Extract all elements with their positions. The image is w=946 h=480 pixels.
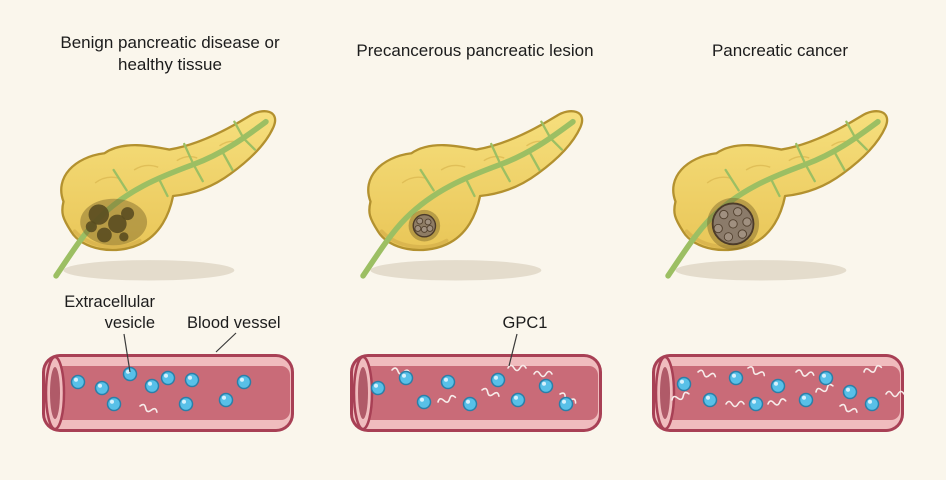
vesicle-highlight (164, 373, 168, 378)
pancreas-illustration-cancer (647, 92, 912, 287)
vesicle-highlight (110, 399, 114, 404)
extracellular-vesicle-icon (160, 370, 176, 386)
vesicle-highlight (466, 399, 470, 404)
extracellular-vesicle-icon (748, 396, 764, 412)
pancreas-illustration-benign (35, 92, 300, 287)
vesicle-highlight (74, 377, 78, 382)
extracellular-vesicle-icon (676, 376, 692, 392)
gpc1-protein-icon (815, 383, 834, 393)
extracellular-vesicle-icon (490, 372, 506, 388)
extracellular-vesicle-icon (370, 380, 386, 396)
extracellular-vesicle-icon (842, 384, 858, 400)
vesicle-highlight (846, 387, 850, 392)
vesicle-highlight (752, 399, 756, 404)
vesicle-highlight (222, 395, 226, 400)
extracellular-vesicle-icon (558, 396, 574, 412)
label-gpc1: GPC1 (502, 314, 548, 332)
extracellular-vesicle-icon (510, 392, 526, 408)
lesion-precancerous (408, 209, 441, 242)
gpc1-protein-icon (839, 403, 858, 413)
vesicle-highlight (182, 399, 186, 404)
panel-precancerous: Precancerous pancreatic lesion GPC1 (330, 0, 620, 480)
lesion-benign (80, 198, 148, 246)
panel-title-text: Benign pancreatic disease or healthy tis… (60, 33, 280, 74)
gpc1-protein-icon (795, 369, 815, 377)
label-extracellular-vesicle: Extracellular vesicle (64, 293, 155, 332)
vesicle-highlight (444, 377, 448, 382)
extracellular-vesicle-icon (70, 374, 86, 390)
vesicle-highlight (822, 373, 826, 378)
extracellular-vesicle-icon (416, 394, 432, 410)
vesicle-highlight (98, 383, 102, 388)
vesicle-highlight (240, 377, 244, 382)
panel-title-text: Pancreatic cancer (711, 41, 849, 60)
vesicle-highlight (402, 373, 406, 378)
panel-title-benign: Benign pancreatic disease or healthy tis… (30, 32, 310, 76)
blood-vessel-illustration-benign (42, 354, 294, 432)
vesicle-highlight (868, 399, 872, 404)
lesion-cancer-tumour (707, 197, 760, 250)
extracellular-vesicle-icon (398, 370, 414, 386)
vesicle-highlight (494, 375, 498, 380)
extracellular-vesicle-icon (184, 372, 200, 388)
vesicle-highlight (802, 395, 806, 400)
extracellular-vesicle-icon (122, 366, 138, 382)
extracellular-vesicle-icon (538, 378, 554, 394)
extracellular-vesicle-icon (218, 392, 234, 408)
extracellular-vesicle-icon (798, 392, 814, 408)
extracellular-vesicle-icon (864, 396, 880, 412)
label-blood-vessel: Blood vessel (187, 314, 281, 332)
vesicle-highlight (514, 395, 518, 400)
gpc1-protein-icon (725, 400, 745, 408)
vessel-contents-benign (70, 366, 252, 413)
gpc1-protein-icon (747, 366, 766, 377)
extracellular-vesicle-icon (818, 370, 834, 386)
gpc1-protein-icon (767, 398, 787, 406)
vesicle-highlight (126, 369, 130, 374)
extracellular-vesicle-icon (728, 370, 744, 386)
extracellular-vesicle-icon (236, 374, 252, 390)
blood-vessel-illustration-cancer (652, 354, 905, 432)
panel-cancer: Pancreatic cancer (635, 0, 925, 480)
extracellular-vesicle-icon (106, 396, 122, 412)
vesicle-highlight (774, 381, 778, 386)
vessel-contents-precancerous (370, 364, 577, 412)
vesicle-highlight (542, 381, 546, 386)
extracellular-vesicle-icon (440, 374, 456, 390)
extracellular-vesicle-icon (94, 380, 110, 396)
gpc1-protein-icon (481, 387, 500, 397)
vesicle-highlight (148, 381, 152, 386)
vesicle-highlight (732, 373, 736, 378)
gpc1-protein-icon (437, 394, 457, 403)
vesicle-highlight (188, 375, 192, 380)
blood-vessel-illustration-precancerous (350, 354, 602, 432)
vesicle-highlight (562, 399, 566, 404)
gpc1-protein-icon (533, 370, 553, 378)
vesicle-highlight (374, 383, 378, 388)
gpc1-protein-icon (671, 391, 690, 401)
gpc1-protein-icon (139, 403, 158, 413)
extracellular-vesicle-icon (144, 378, 160, 394)
panel-title-cancer: Pancreatic cancer (635, 40, 925, 62)
extracellular-vesicle-icon (178, 396, 194, 412)
extracellular-vesicle-icon (770, 378, 786, 394)
pancreas-illustration-precancerous (342, 92, 607, 287)
gpc1-protein-icon (697, 369, 717, 378)
panel-benign: Benign pancreatic disease or healthy tis… (30, 0, 310, 480)
vesicle-highlight (706, 395, 710, 400)
gpc1-protein-icon (863, 364, 883, 373)
panel-title-precancerous: Precancerous pancreatic lesion (330, 40, 620, 62)
extracellular-vesicle-icon (462, 396, 478, 412)
extracellular-vesicle-icon (702, 392, 718, 408)
panel-title-text: Precancerous pancreatic lesion (356, 41, 594, 60)
vesicle-highlight (420, 397, 424, 402)
gpc1-protein-icon (885, 390, 905, 398)
vesicle-highlight (680, 379, 684, 384)
vessel-contents-cancer (671, 364, 905, 413)
